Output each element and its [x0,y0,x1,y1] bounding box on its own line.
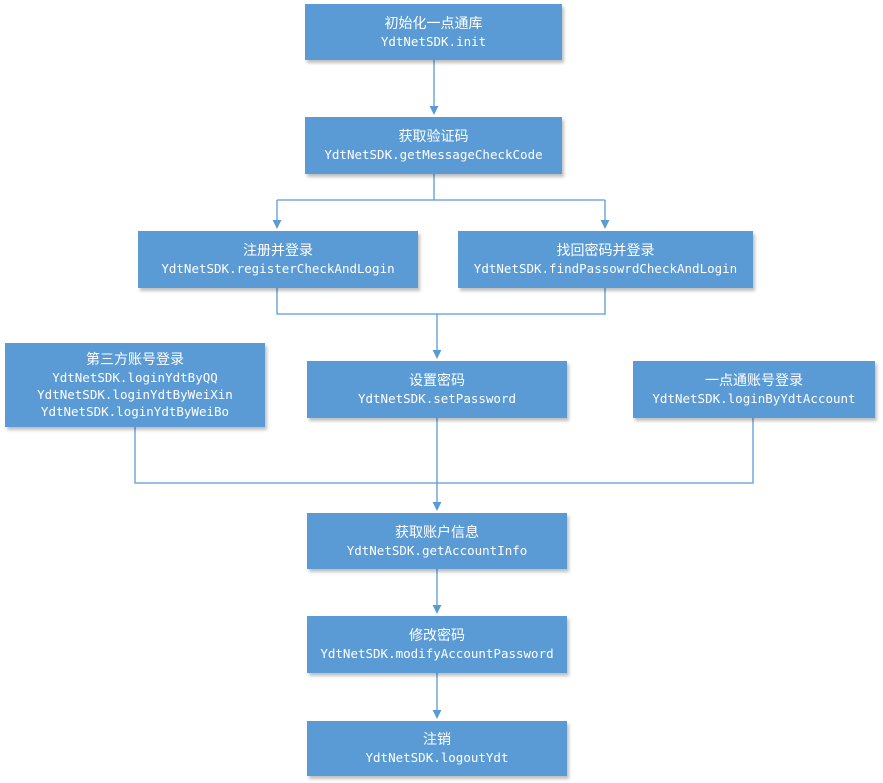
node-get-code-title: 获取验证码 [398,129,469,145]
node-modify-password-api: YdtNetSDK.modifyAccountPassword [320,646,554,661]
node-logout-api: YdtNetSDK.logoutYdt [365,750,509,765]
node-account-info-title: 获取账户信息 [395,524,479,541]
node-modify-password: 修改密码 YdtNetSDK.modifyAccountPassword [307,616,567,673]
node-get-code: 获取验证码 YdtNetSDK.getMessageCheckCode [305,117,562,174]
node-find-password-api: YdtNetSDK.findPassowrdCheckAndLogin [473,261,738,276]
node-logout: 注销 YdtNetSDK.logoutYdt [307,721,567,776]
node-set-password: 设置密码 YdtNetSDK.setPassword [307,361,567,418]
node-find-password-title: 找回密码并登录 [556,243,655,259]
node-register: 注册并登录 YdtNetSDK.registerCheckAndLogin [138,231,418,288]
node-third-party-login: 第三方账号登录 YdtNetSDK.loginYdtByQQ YdtNetSDK… [5,343,265,427]
merge-branches [276,288,606,315]
node-get-code-api: YdtNetSDK.getMessageCheckCode [324,147,543,162]
node-third-party-api-weibo: YdtNetSDK.loginYdtByWeiBo [40,403,230,419]
node-third-party-title: 第三方账号登录 [86,351,184,368]
node-set-password-title: 设置密码 [409,373,465,389]
node-set-password-api: YdtNetSDK.setPassword [357,391,517,406]
node-logout-title: 注销 [423,732,451,748]
node-ydt-account-login: 一点通账号登录 YdtNetSDK.loginByYdtAccount [633,361,875,418]
node-modify-password-title: 修改密码 [409,628,465,644]
node-register-api: YdtNetSDK.registerCheckAndLogin [161,261,395,276]
merge-login-paths [134,418,754,484]
node-ydt-login-title: 一点通账号登录 [705,373,803,389]
node-third-party-api-weixin: YdtNetSDK.loginYdtByWeiXin [37,386,233,402]
node-account-info-api: YdtNetSDK.getAccountInfo [346,542,528,558]
node-ydt-login-api: YdtNetSDK.loginByYdtAccount [652,391,856,406]
node-register-title: 注册并登录 [243,243,313,259]
node-find-password: 找回密码并登录 YdtNetSDK.findPassowrdCheckAndLo… [458,231,753,288]
node-init-api: YdtNetSDK.init [380,33,487,49]
split-code-to-branches [277,174,605,201]
node-init-title: 初始化一点通库 [384,15,483,32]
node-init: 初始化一点通库 YdtNetSDK.init [305,4,562,60]
node-account-info: 获取账户信息 YdtNetSDK.getAccountInfo [307,513,567,569]
node-third-party-api-qq: YdtNetSDK.loginYdtByQQ [52,369,218,385]
